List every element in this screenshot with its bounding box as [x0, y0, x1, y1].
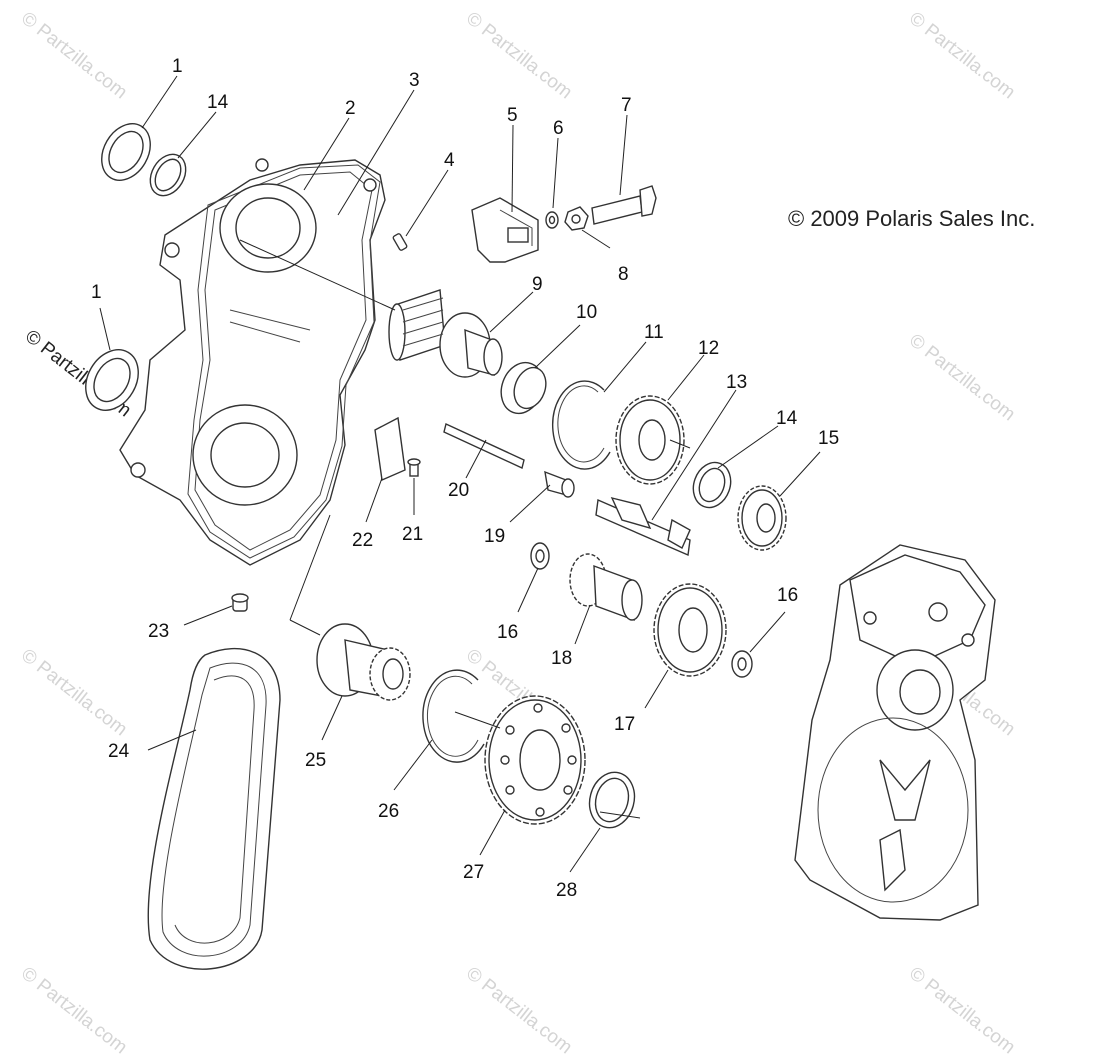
callout-21: 21: [402, 524, 423, 545]
gear-part-17: [653, 583, 727, 677]
assembled-chaincase: [794, 544, 996, 921]
bolt-part-7: [591, 185, 657, 225]
callout-4: 4: [444, 150, 455, 171]
washer-part-16-right: [731, 650, 753, 678]
bushing-part-10: [500, 361, 547, 415]
callout-14-top: 14: [207, 92, 229, 113]
callout-7: 7: [621, 95, 632, 116]
callout-1-top: 1: [172, 56, 183, 77]
parts-diagram: © Partzilla.com © Partzilla.com © Partzi…: [17, 8, 1036, 1058]
callout-11: 11: [644, 322, 664, 343]
plug-part-23: [231, 593, 249, 612]
callout-24: 24: [108, 741, 130, 762]
leader-lines: [99, 75, 821, 873]
callout-9: 9: [532, 274, 543, 295]
washer-part-16-left: [530, 542, 550, 570]
screw-part-21: [407, 458, 421, 477]
callout-12: 12: [698, 338, 719, 359]
callout-3: 3: [409, 70, 420, 91]
callout-15: 15: [818, 428, 839, 449]
copyright-notice: © 2009 Polaris Sales Inc.: [788, 206, 1036, 231]
callout-17: 17: [614, 714, 635, 735]
callout-25: 25: [305, 750, 326, 771]
callout-27: 27: [463, 862, 484, 883]
callout-22: 22: [352, 530, 373, 551]
snap-ring-part-11: [551, 380, 611, 470]
gear-shaft-part-18: [569, 553, 643, 622]
nut-part-8: [564, 206, 589, 231]
seal-part-1-top: [101, 123, 151, 181]
callout-28: 28: [556, 880, 577, 901]
circlip-part-28: [588, 771, 636, 829]
gear-part-15: [737, 485, 787, 551]
callout-5: 5: [507, 105, 518, 126]
callout-2: 2: [345, 98, 356, 119]
callout-14-right: 14: [776, 408, 798, 429]
callout-16-right: 16: [777, 585, 798, 606]
exploded-view: 1 14 2 3 4 5 6 7 8 1 9 10 11 12 13 14 15…: [85, 56, 996, 970]
shift-shaft-part-13: [595, 496, 691, 557]
callout-13: 13: [726, 372, 747, 393]
inner-case-housing: [119, 158, 386, 566]
callout-8: 8: [618, 264, 629, 285]
splined-shaft-part-9: [388, 289, 503, 378]
seal-part-1-left: [85, 349, 139, 411]
snap-ring-part-26: [422, 669, 485, 763]
callout-1-left: 1: [91, 282, 102, 303]
circlip-part-14-top: [149, 153, 187, 197]
circlip-part-14-right: [692, 461, 732, 509]
callout-19: 19: [484, 526, 505, 547]
tensioner-part-5: [471, 197, 539, 263]
callout-10: 10: [576, 302, 597, 323]
bushing-part-19: [544, 470, 575, 498]
callout-20: 20: [448, 480, 469, 501]
washer-part-6: [545, 211, 559, 229]
drive-belt-part-24: [147, 647, 281, 970]
callout-23: 23: [148, 621, 169, 642]
dowel-pin-part-4: [392, 233, 408, 251]
shaft-part-20: [443, 423, 525, 469]
callout-18: 18: [551, 648, 572, 669]
gear-part-27: [484, 695, 586, 825]
callout-6: 6: [553, 118, 564, 139]
sprocket-part-25: [316, 623, 411, 701]
callout-16-left: 16: [497, 622, 518, 643]
callout-26: 26: [378, 801, 399, 822]
plate-part-22: [374, 416, 406, 482]
gear-part-12: [615, 395, 685, 485]
callout-labels: 1 14 2 3 4 5 6 7 8 1 9 10 11 12 13 14 15…: [91, 56, 839, 901]
